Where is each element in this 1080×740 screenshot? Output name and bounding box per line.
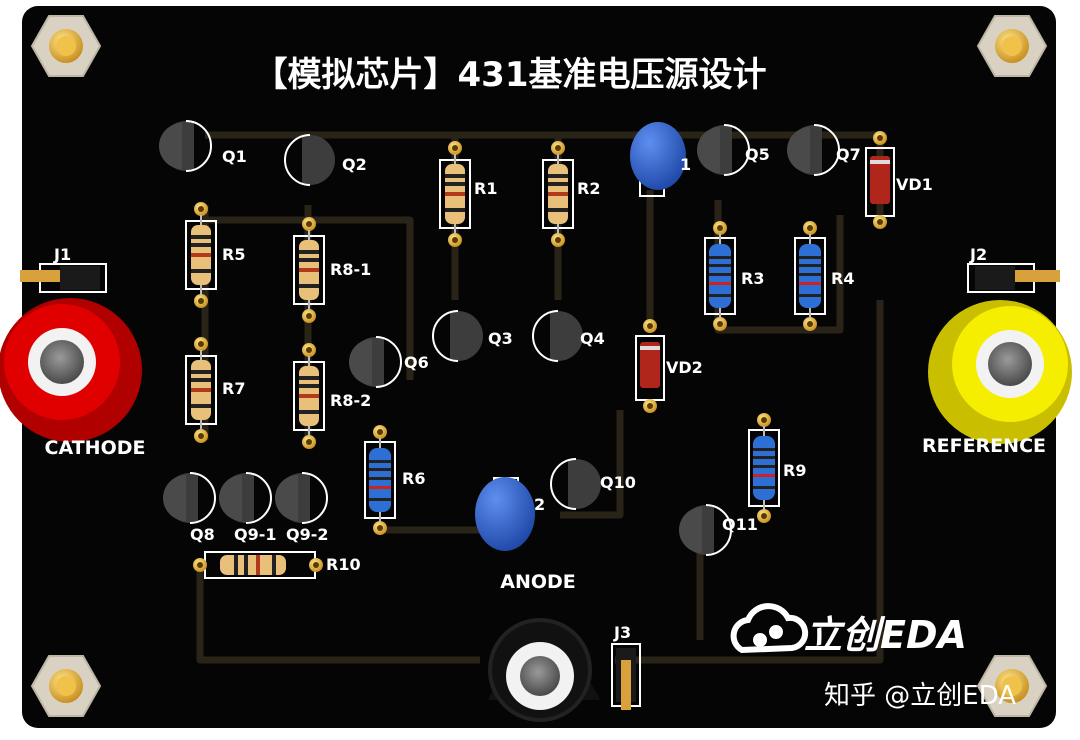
resistor-r3 bbox=[704, 220, 736, 332]
diode-vd2 bbox=[635, 319, 665, 413]
label-q7: Q7 bbox=[836, 145, 861, 164]
connector-j1: J1 bbox=[20, 245, 107, 293]
capacitor-c1: 1 bbox=[630, 122, 691, 197]
label-q9-1: Q9-1 bbox=[234, 525, 277, 544]
label-q4: Q4 bbox=[580, 329, 605, 348]
label-c2: 2 bbox=[534, 495, 545, 514]
diode-vd1 bbox=[865, 131, 895, 229]
cathode-jack bbox=[0, 298, 142, 442]
label-q6: Q6 bbox=[404, 353, 429, 372]
pcb-board bbox=[22, 6, 1056, 728]
label-anode: ANODE bbox=[500, 571, 576, 593]
label-r2: R2 bbox=[577, 179, 600, 198]
label-r7: R7 bbox=[222, 379, 245, 398]
capacitor-c2: 2 bbox=[475, 477, 545, 551]
label-vd1: VD1 bbox=[896, 175, 933, 194]
label-r10: R10 bbox=[326, 555, 361, 574]
label-r5: R5 bbox=[222, 245, 245, 264]
resistor-r9 bbox=[748, 412, 780, 524]
logo-text: 立创EDA bbox=[804, 613, 967, 657]
label-c1: 1 bbox=[680, 155, 691, 174]
label-q3: Q3 bbox=[488, 329, 513, 348]
connector-j2: J2 bbox=[967, 245, 1060, 293]
connector-j3: J3 bbox=[611, 623, 641, 710]
label-q11: Q11 bbox=[722, 515, 758, 534]
label-r8-1: R8-1 bbox=[330, 260, 371, 279]
label-cathode: CATHODE bbox=[45, 437, 146, 459]
brand-logo: 立创EDA bbox=[730, 603, 967, 657]
label-r8-2: R8-2 bbox=[330, 391, 371, 410]
board-title: 【模拟芯片】431基准电压源设计 bbox=[254, 55, 767, 95]
watermark: 知乎 @立创EDA bbox=[824, 681, 1016, 711]
label-reference: REFERENCE bbox=[922, 435, 1046, 457]
label-q1: Q1 bbox=[222, 147, 247, 166]
label-q8: Q8 bbox=[190, 525, 215, 544]
label-q5: Q5 bbox=[745, 145, 770, 164]
label-r1: R1 bbox=[474, 179, 497, 198]
label-j1: J1 bbox=[53, 245, 71, 264]
label-q9-2: Q9-2 bbox=[286, 525, 329, 544]
label-j2: J2 bbox=[969, 245, 987, 264]
label-vd2: VD2 bbox=[666, 358, 703, 377]
label-r3: R3 bbox=[741, 269, 764, 288]
label-q10: Q10 bbox=[600, 473, 636, 492]
cloud-icon bbox=[730, 603, 809, 654]
label-r9: R9 bbox=[783, 461, 806, 480]
anode-jack bbox=[488, 618, 600, 722]
label-j3: J3 bbox=[613, 623, 631, 642]
resistor-r4 bbox=[794, 220, 826, 332]
label-r6: R6 bbox=[402, 469, 425, 488]
label-r4: R4 bbox=[831, 269, 854, 288]
resistor-r6 bbox=[364, 424, 396, 536]
label-q2: Q2 bbox=[342, 155, 367, 174]
resistor-r10 bbox=[193, 551, 323, 579]
reference-jack bbox=[928, 300, 1072, 444]
